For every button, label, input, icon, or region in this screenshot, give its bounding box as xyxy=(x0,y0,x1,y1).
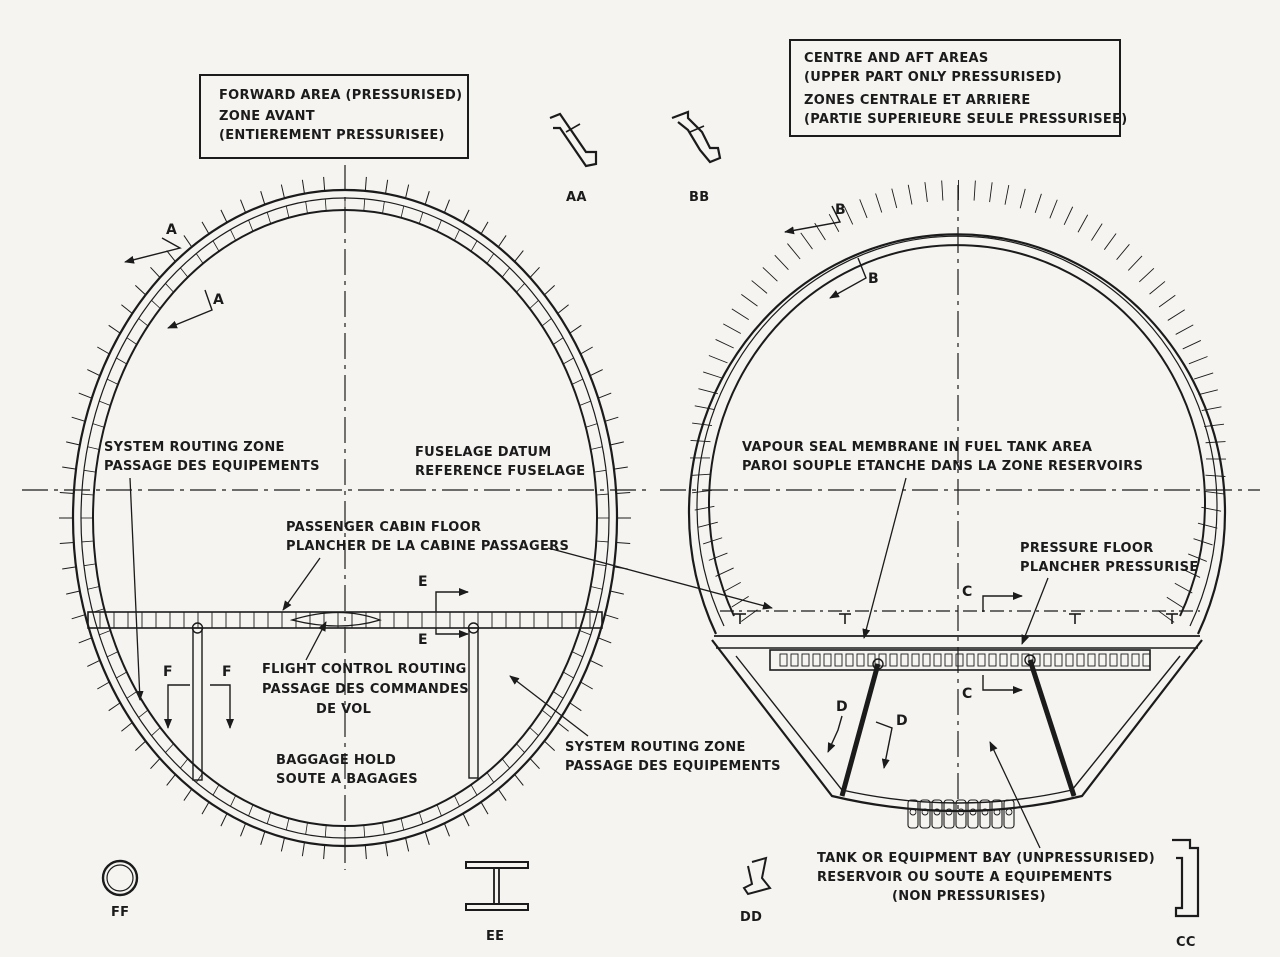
lower-fairing-outer xyxy=(711,639,1203,813)
detail-ff: FF xyxy=(101,859,139,920)
pressure-floor xyxy=(714,613,1200,671)
flight-control-label-fr-2: DE VOL xyxy=(316,702,371,717)
section-marker-e-upper: E xyxy=(418,574,469,612)
baggage-hold-label-fr: SOUTE A BAGAGES xyxy=(276,772,418,787)
left-stringer-ticks xyxy=(59,176,631,860)
svg-text:D: D xyxy=(836,699,848,715)
fuselage-datum-label: FUSELAGE DATUM xyxy=(415,445,552,460)
vapour-seal-label-fr: PAROI SOUPLE ETANCHE DANS LA ZONE RESERV… xyxy=(742,459,1143,474)
aft-box-title: CENTRE AND AFT AREAS xyxy=(804,51,989,66)
svg-text:E: E xyxy=(418,632,428,648)
right-leader-lines xyxy=(862,477,1049,849)
flight-control-run xyxy=(289,611,382,627)
aft-fuselage-section xyxy=(660,179,1260,829)
tank-bay-label: TANK OR EQUIPMENT BAY (UNPRESSURISED) xyxy=(817,851,1155,866)
forward-box-subtitle-fr: ZONE AVANT xyxy=(219,109,315,124)
detail-bb-label: BB xyxy=(689,190,709,205)
section-marker-a-upper: A xyxy=(124,222,182,264)
aft-box-title-fr: ZONES CENTRALE ET ARRIERE xyxy=(804,93,1031,108)
lower-system-routing-label-fr: PASSAGE DES EQUIPEMENTS xyxy=(565,759,781,774)
tank-bay-note-fr: (NON PRESSURISES) xyxy=(892,889,1046,904)
detail-aa: AA xyxy=(549,112,598,205)
section-marker-d-left: D xyxy=(827,699,848,753)
svg-text:B: B xyxy=(868,271,879,287)
lower-system-routing-label: SYSTEM ROUTING ZONE xyxy=(565,740,746,755)
svg-text:A: A xyxy=(166,222,177,238)
section-marker-b-lower: B xyxy=(829,257,879,299)
passenger-cabin-floor xyxy=(87,611,603,629)
detail-ff-label: FF xyxy=(111,905,129,920)
svg-text:D: D xyxy=(896,713,908,729)
detail-aa-label: AA xyxy=(566,190,587,205)
aft-box-note: (UPPER PART ONLY PRESSURISED) xyxy=(804,70,1062,85)
detail-dd: DD xyxy=(740,856,772,925)
tank-bay-label-fr: RESERVOIR OU SOUTE A EQUIPEMENTS xyxy=(817,870,1113,885)
pressure-floor-label: PRESSURE FLOOR xyxy=(1020,541,1154,556)
detail-cc: CC xyxy=(1172,838,1200,950)
section-marker-f-left: F xyxy=(163,664,190,729)
right-stringer-ticks xyxy=(689,179,1226,623)
section-marker-b-upper: B xyxy=(784,202,846,235)
left-leader-lines xyxy=(129,477,773,737)
svg-text:C: C xyxy=(962,584,972,600)
section-marker-c-lower: C xyxy=(962,675,1023,702)
svg-text:E: E xyxy=(418,574,428,590)
baggage-hold-label: BAGGAGE HOLD xyxy=(276,753,396,768)
flight-control-label: FLIGHT CONTROL ROUTING xyxy=(262,662,467,677)
left-system-routing-label: SYSTEM ROUTING ZONE xyxy=(104,440,285,455)
forward-area-box: FORWARD AREA (PRESSURISED) ZONE AVANT (E… xyxy=(199,74,469,159)
forward-box-title: FORWARD AREA (PRESSURISED) xyxy=(219,88,462,103)
left-system-routing-label-fr: PASSAGE DES EQUIPEMENTS xyxy=(104,459,320,474)
detail-ee-label: EE xyxy=(486,929,504,944)
forward-fuselage-section xyxy=(22,165,650,870)
aft-box-note-fr: (PARTIE SUPERIEURE SEULE PRESSURISEE) xyxy=(804,112,1128,127)
svg-text:B: B xyxy=(835,202,846,218)
aft-area-box: CENTRE AND AFT AREAS (UPPER PART ONLY PR… xyxy=(789,39,1128,137)
forward-box-note-fr: (ENTIEREMENT PRESSURISEE) xyxy=(219,128,445,143)
keel-structure xyxy=(907,799,1015,829)
svg-text:A: A xyxy=(213,292,224,308)
right-outer-skin xyxy=(687,233,1227,635)
detail-ee: EE xyxy=(465,861,529,944)
svg-text:C: C xyxy=(962,686,972,702)
detail-dd-label: DD xyxy=(740,910,762,925)
pressure-floor-label-fr: PLANCHER PRESSURISE xyxy=(1020,560,1199,575)
section-marker-a-lower: A xyxy=(167,289,224,329)
svg-text:F: F xyxy=(163,664,173,680)
section-marker-d-right: D xyxy=(875,713,908,769)
section-marker-f-right: F xyxy=(210,664,234,729)
detail-bb: BB xyxy=(671,110,722,205)
vapour-seal-label: VAPOUR SEAL MEMBRANE IN FUEL TANK AREA xyxy=(742,440,1092,455)
cabin-floor-label: PASSENGER CABIN FLOOR xyxy=(286,520,481,535)
fuselage-datum-label-fr: REFERENCE FUSELAGE xyxy=(415,464,585,479)
flight-control-label-fr: PASSAGE DES COMMANDES xyxy=(262,682,469,697)
cabin-floor-label-fr: PLANCHER DE LA CABINE PASSAGERS xyxy=(286,539,569,554)
svg-text:F: F xyxy=(222,664,232,680)
detail-cc-label: CC xyxy=(1176,935,1196,950)
baggage-hold-struts xyxy=(191,622,480,781)
section-marker-e-lower: E xyxy=(418,628,469,648)
section-marker-c-upper: C xyxy=(962,584,1023,612)
